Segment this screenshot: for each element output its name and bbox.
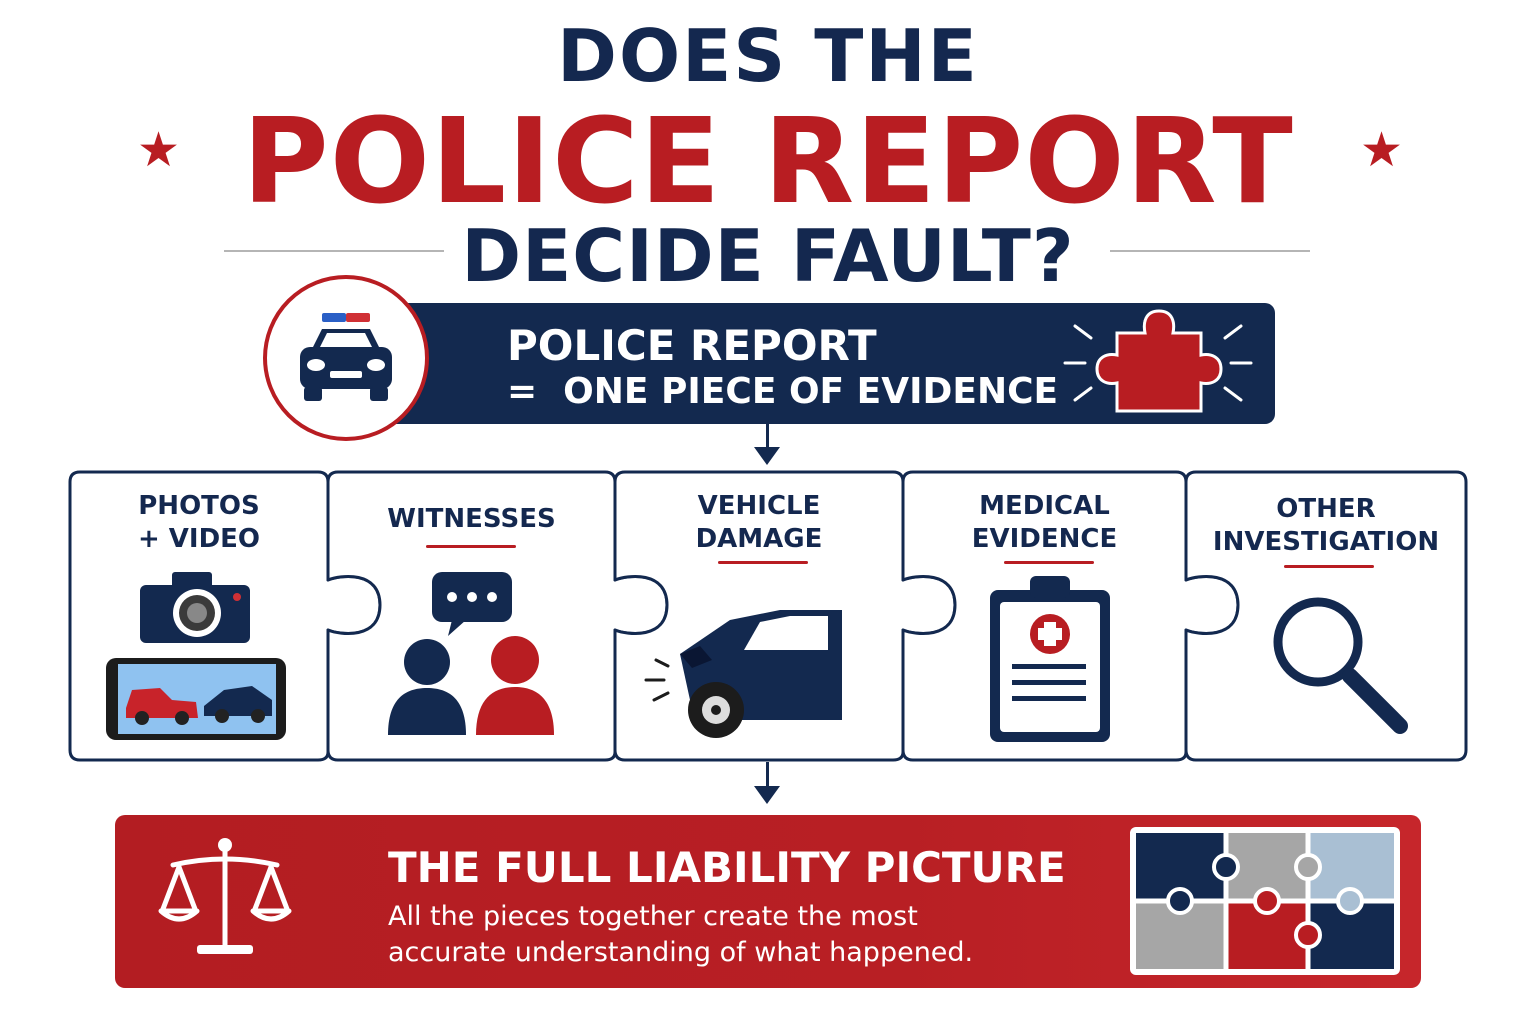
- piece-label-line: PHOTOS: [138, 491, 260, 521]
- star-icon: ★: [137, 122, 181, 178]
- title-divider-right: [1110, 250, 1310, 252]
- full-liability-banner: THE FULL LIABILITY PICTURE All the piece…: [115, 815, 1421, 988]
- title-line-3: DECIDE FAULT?: [461, 214, 1075, 298]
- equals-sign: =: [507, 371, 538, 412]
- description-line: accurate understanding of what happened.: [388, 937, 974, 968]
- arrow-head-icon: [754, 786, 780, 804]
- piece-label-line: EVIDENCE: [971, 524, 1118, 554]
- piece-underline: [718, 561, 808, 564]
- title-line-2: POLICE REPORT: [242, 92, 1294, 230]
- scales-of-justice-icon: [158, 838, 292, 954]
- description-line: All the pieces together create the most: [388, 901, 918, 932]
- star-icon: ★: [1360, 122, 1404, 178]
- completed-puzzle-icon: [1130, 827, 1400, 975]
- arrow-down-icon: [766, 762, 769, 788]
- title-line-1: DOES THE: [557, 14, 979, 98]
- witnesses-icon: [388, 572, 554, 735]
- piece-underline: [426, 545, 516, 548]
- police-car-icon: [300, 313, 392, 401]
- magnifying-glass-icon: [1273, 597, 1408, 734]
- piece-label-line: WITNESSES: [387, 504, 556, 534]
- police-report-banner: POLICE REPORT = ONE PIECE OF EVIDENCE: [385, 303, 1275, 424]
- clipboard-medical-icon: [990, 576, 1110, 742]
- one-piece-text: ONE PIECE OF EVIDENCE: [563, 371, 1059, 412]
- piece-label-vehicle: VEHICLE DAMAGE: [615, 490, 903, 556]
- arrow-head-icon: [754, 447, 780, 465]
- piece-underline: [1284, 565, 1374, 568]
- arrow-down-icon: [766, 424, 769, 449]
- full-liability-title: THE FULL LIABILITY PICTURE: [388, 843, 1066, 892]
- piece-underline: [1004, 561, 1094, 564]
- camera-icon: [140, 572, 250, 643]
- piece-label-medical: MEDICAL EVIDENCE: [903, 490, 1186, 556]
- full-liability-description: All the pieces together create the most …: [388, 899, 1088, 971]
- piece-label-line: MEDICAL: [979, 491, 1110, 521]
- piece-label-other: OTHER INVESTIGATION: [1186, 493, 1466, 559]
- police-report-heading: POLICE REPORT: [507, 321, 877, 370]
- piece-label-photos: PHOTOS + VIDEO: [70, 490, 328, 556]
- title-divider-left: [224, 250, 444, 252]
- piece-label-line: + VIDEO: [137, 524, 261, 554]
- damaged-car-icon: [644, 610, 842, 738]
- piece-label-line: DAMAGE: [695, 524, 823, 554]
- phone-video-icon: [106, 658, 286, 740]
- police-report-subheading: = ONE PIECE OF EVIDENCE: [507, 371, 1058, 412]
- piece-label-witnesses: WITNESSES: [328, 503, 615, 536]
- piece-label-line: VEHICLE: [697, 491, 821, 521]
- piece-label-line: INVESTIGATION: [1212, 527, 1440, 557]
- police-car-badge: [263, 275, 429, 441]
- piece-label-line: OTHER: [1276, 494, 1376, 524]
- puzzle-piece-icon: [1063, 309, 1253, 413]
